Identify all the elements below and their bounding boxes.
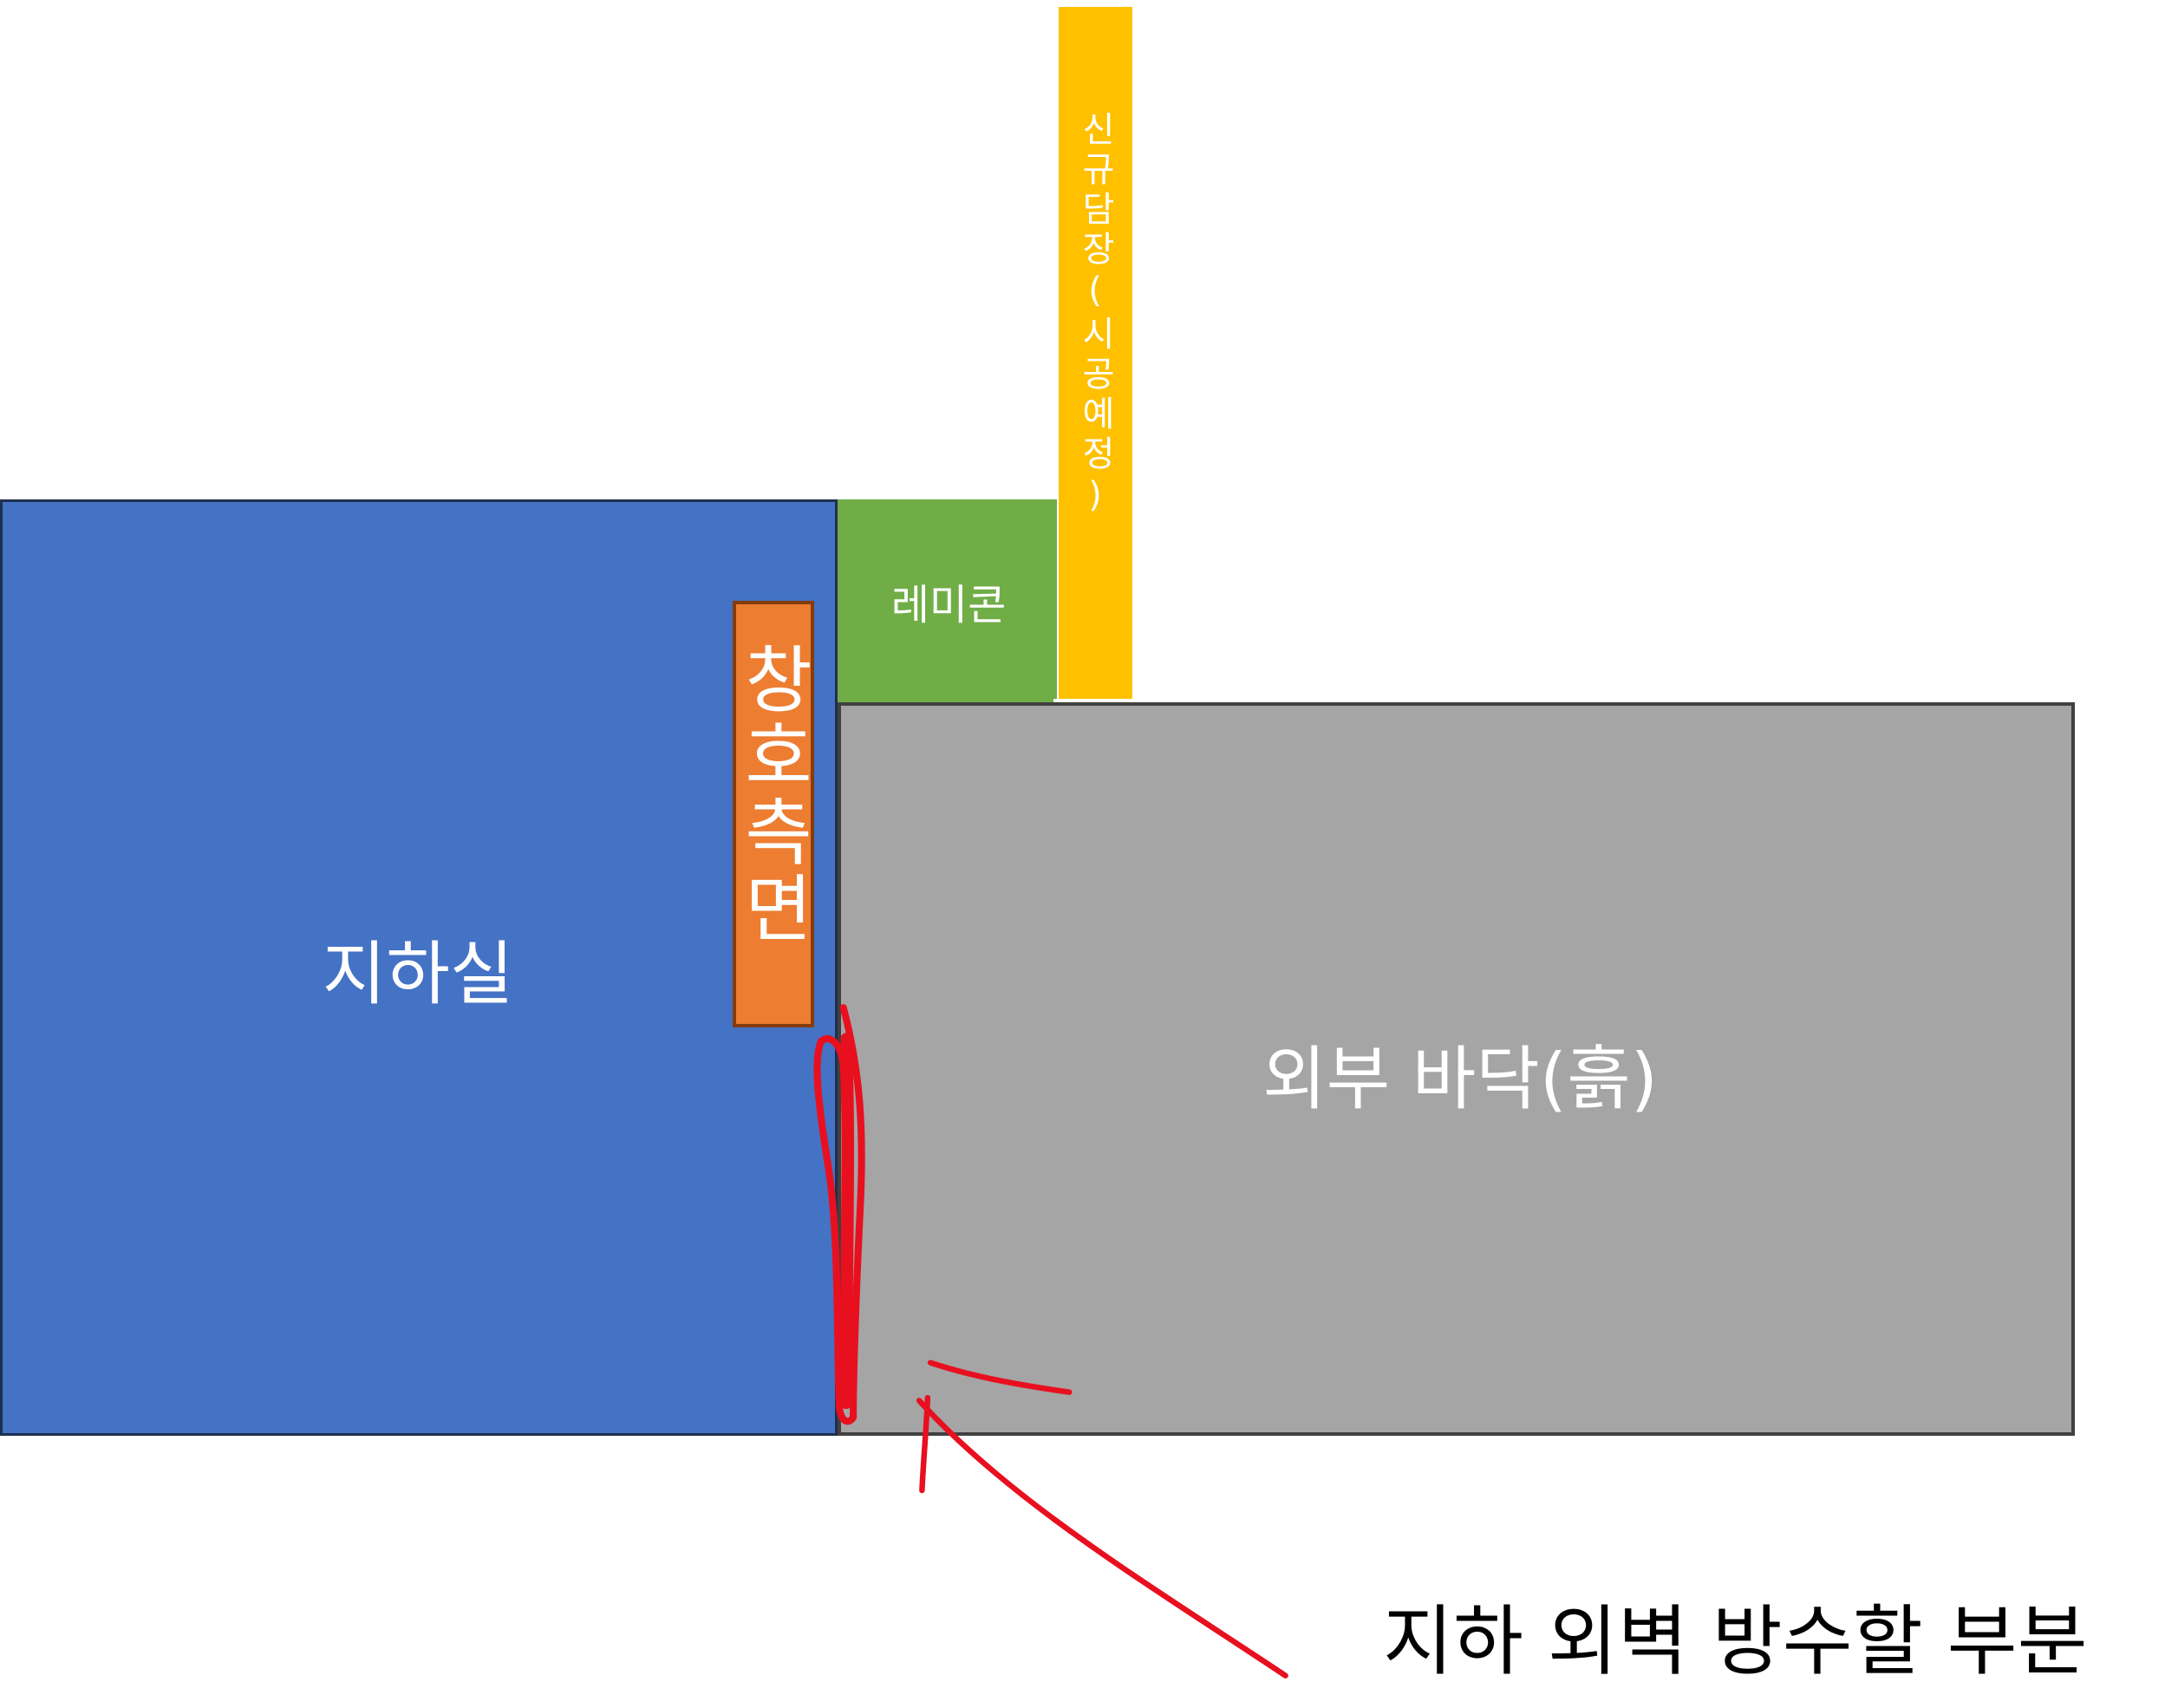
ready-mix-concrete-label: 레미콘	[890, 581, 1007, 629]
arrow-head-left	[919, 1394, 931, 1494]
exterior-ground-label: 외부 바닥(흙)	[1262, 1039, 1658, 1119]
ready-mix-concrete-block	[838, 499, 1057, 702]
waterproofing-area-note: 지하 외벽 방수할 부분	[1383, 1596, 2088, 1686]
arrow-head-right	[927, 1359, 1073, 1395]
highlight-loop	[813, 1004, 865, 1425]
basement-block	[0, 499, 838, 1436]
highlight-fill	[840, 1033, 855, 1410]
basement-label: 지하실	[322, 934, 514, 1014]
arrow-shaft	[916, 1398, 1288, 1679]
new-fence-label: 신규담장(시공예정)	[1075, 111, 1115, 520]
window-side-label: 창호측면	[730, 642, 816, 947]
window-side-block	[733, 601, 814, 1027]
fence-base-gap	[1053, 699, 1138, 704]
exterior-ground-block	[838, 702, 2075, 1436]
new-fence-block	[1059, 7, 1132, 702]
